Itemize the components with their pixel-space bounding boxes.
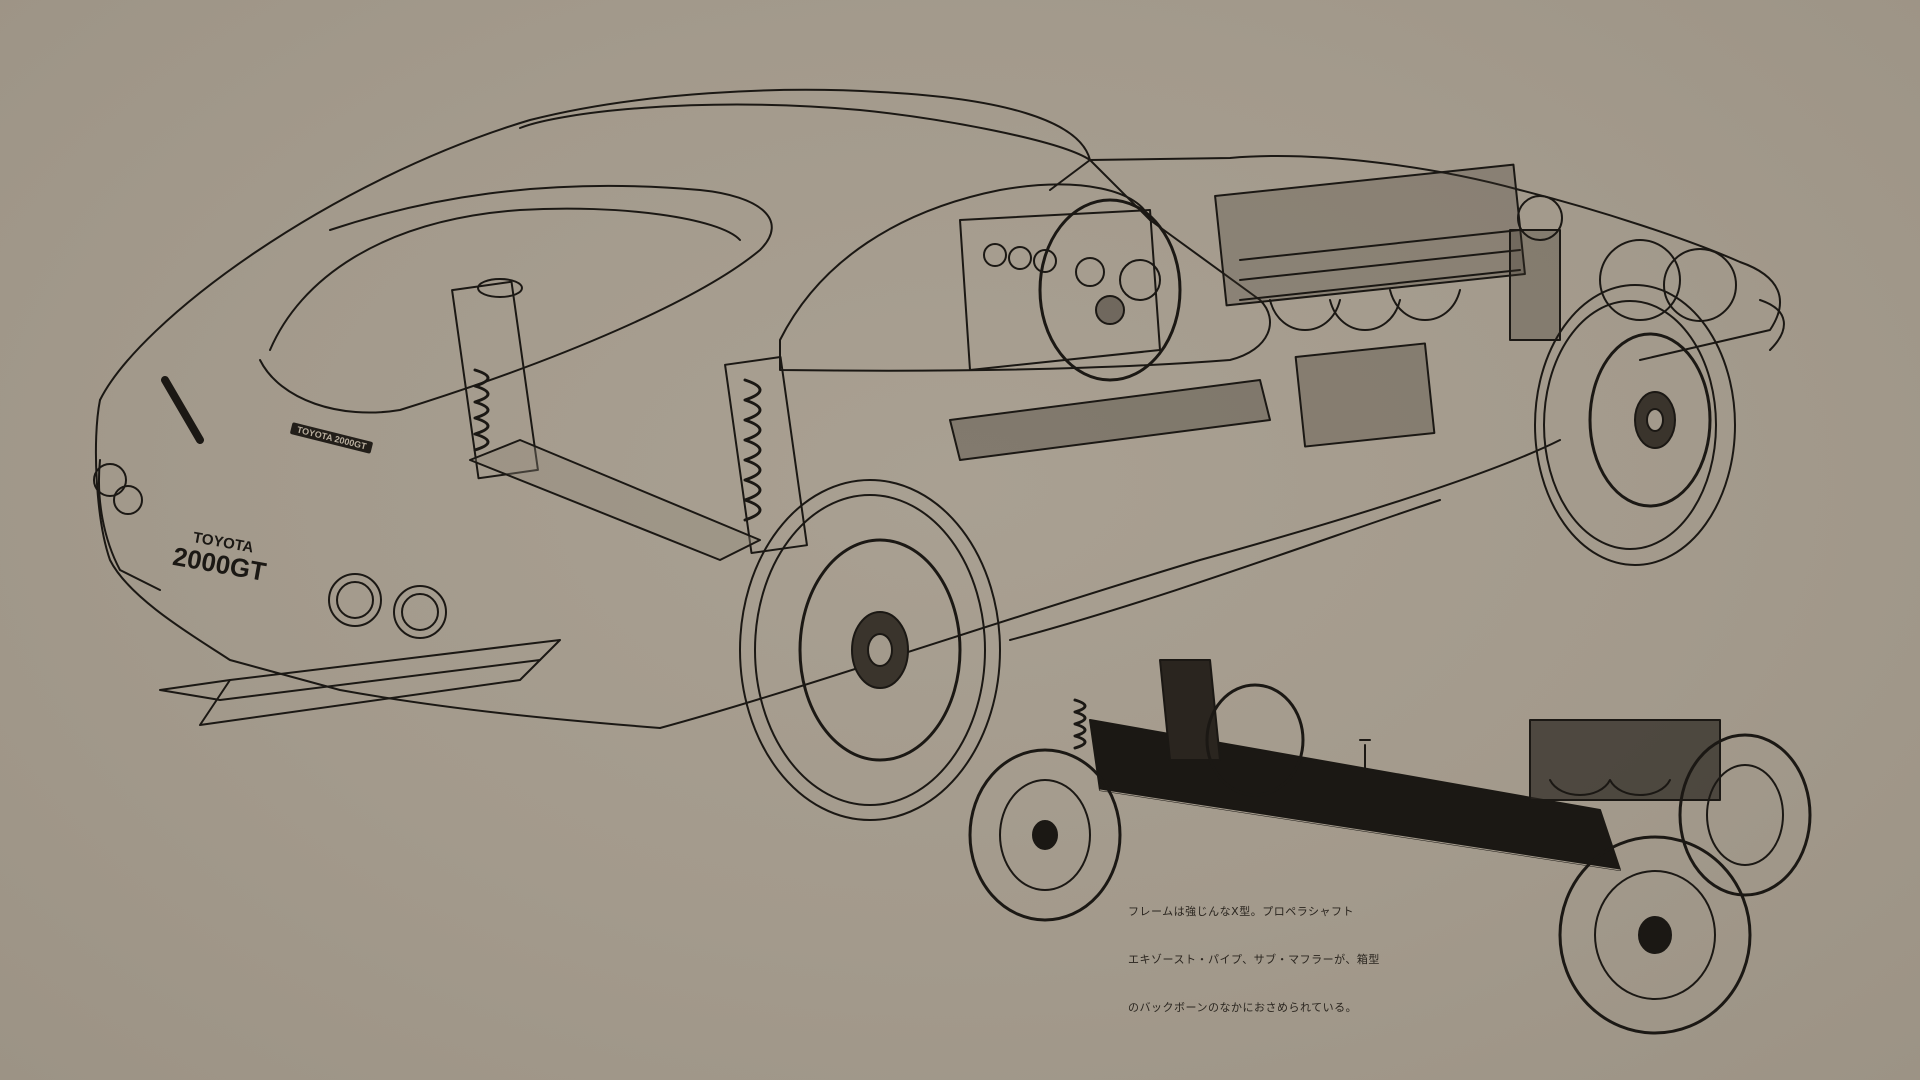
steering-wheel (1038, 198, 1182, 382)
caption-line: エキゾースト・パイプ、サブ・マフラーが、箱型 (1128, 953, 1380, 966)
car-body-outline (94, 88, 1781, 729)
dashboard (959, 198, 1182, 382)
rear-lamps (93, 376, 447, 639)
caption: フレームは強じんなX型。プロペラシャフト エキゾースト・パイプ、サブ・マフラーが… (1128, 872, 1380, 1032)
front-wheel (1534, 239, 1785, 566)
rear-wheel (739, 479, 1001, 821)
caption-line: のバックボーンのなかにおさめられている。 (1128, 1001, 1358, 1014)
caption-line: フレームは強じんなX型。プロペラシャフト (1128, 905, 1354, 918)
engine (949, 163, 1563, 461)
chassis-inset (968, 659, 1812, 1035)
rear-suspension (451, 278, 808, 561)
